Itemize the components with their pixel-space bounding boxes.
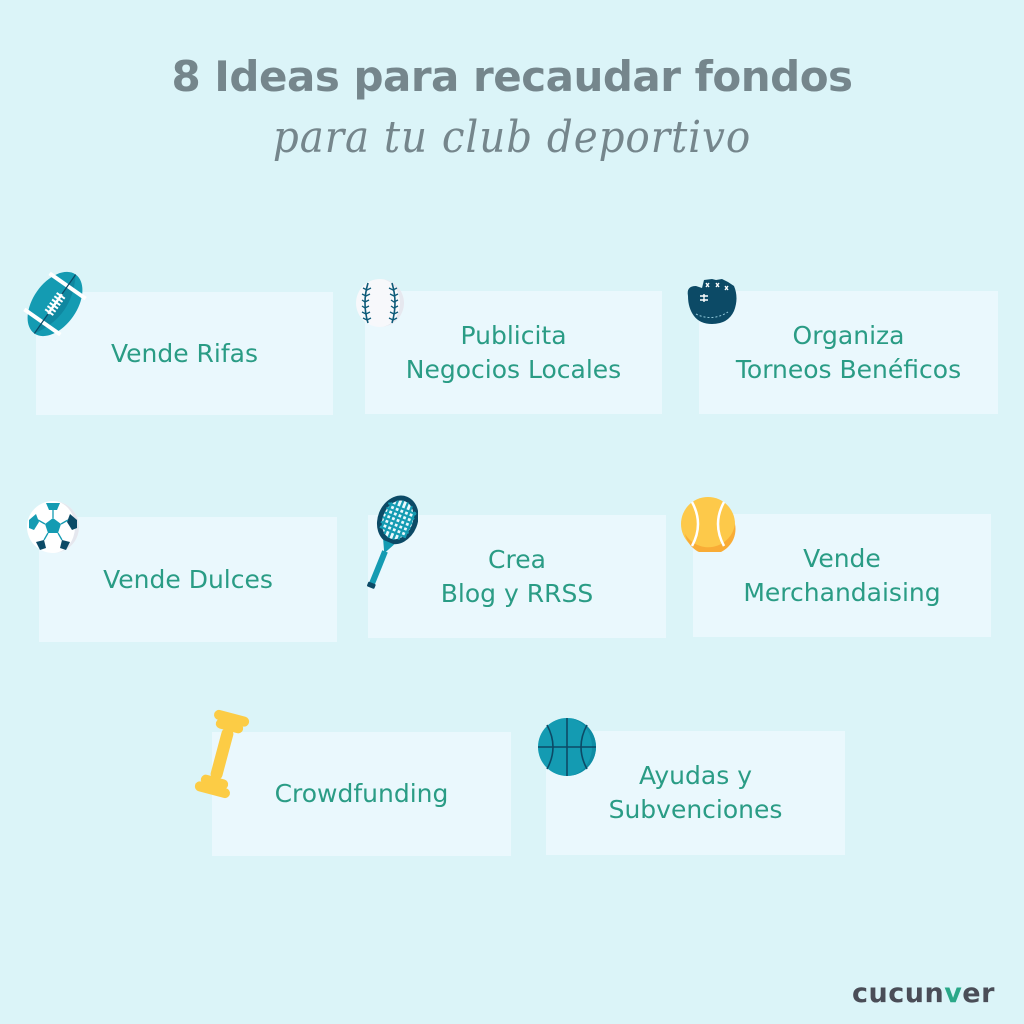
idea-label: Vende Dulces <box>103 564 273 594</box>
logo-text-prefix: cucun <box>852 978 945 1009</box>
logo-checkmark-v: v <box>944 978 963 1009</box>
dumbbell-icon <box>194 709 250 799</box>
idea-label: Publicita Negocios Locales <box>405 320 622 384</box>
logo-text-suffix: er <box>962 978 995 1009</box>
idea-card-vende-rifas: Vende Rifas <box>36 292 333 415</box>
idea-label: Vende Rifas <box>110 338 259 368</box>
page-subtitle: para tu club deportivo <box>272 112 752 163</box>
idea-card-vende-dulces: Vende Dulces <box>39 517 337 642</box>
idea-card-organiza-torneos: Organiza Torneos Benéficos <box>699 291 998 414</box>
idea-label: Vende Merchandaising <box>743 543 941 607</box>
soccer-ball-icon <box>27 501 79 553</box>
tennis-racket-icon <box>366 495 418 589</box>
tennis-ball-icon <box>681 497 736 552</box>
idea-card-ayudas-subvenciones: Ayudas y Subvenciones <box>546 731 845 855</box>
idea-card-crowdfunding: Crowdfunding <box>212 732 511 856</box>
page-title: 8 Ideas para recaudar fondos <box>171 52 853 101</box>
idea-card-publicita: Publicita Negocios Locales <box>365 291 662 414</box>
basketball-icon <box>538 718 596 776</box>
rugby-ball-icon <box>23 271 87 337</box>
idea-card-vende-merchandaising: Vende Merchandaising <box>693 514 991 637</box>
idea-card-crea-blog: Crea Blog y RRSS <box>368 515 666 638</box>
idea-label: Crea Blog y RRSS <box>440 544 594 608</box>
idea-label: Crowdfunding <box>274 779 449 808</box>
baseball-glove-icon <box>687 279 737 324</box>
brand-logo: cucunver <box>852 978 995 1009</box>
baseball-icon <box>356 279 404 327</box>
idea-label: Organiza Torneos Benéficos <box>735 320 962 384</box>
idea-label: Ayudas y Subvenciones <box>608 761 783 824</box>
